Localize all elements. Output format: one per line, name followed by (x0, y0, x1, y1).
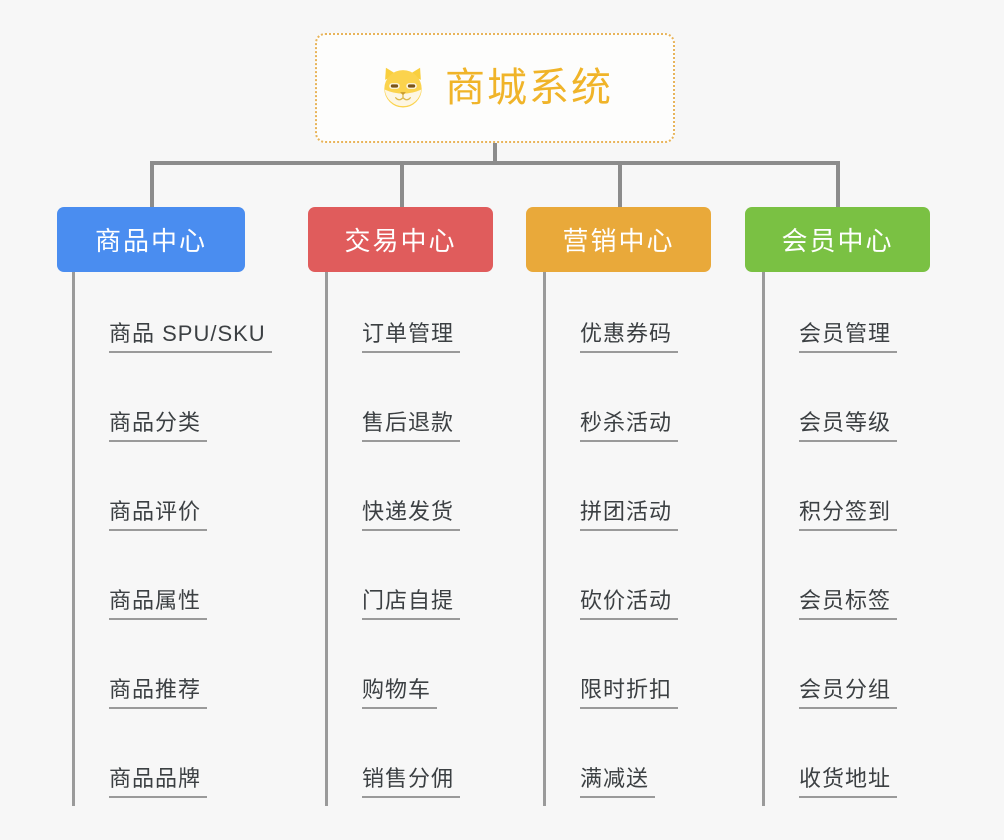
leaf-label: 秒杀活动 (580, 412, 679, 442)
leaf-label: 优惠券码 (580, 323, 679, 353)
leaf-label: 商品分类 (109, 412, 208, 442)
connector-root-stem (493, 143, 497, 164)
column-body-0: 商品 SPU/SKU 商品分类 商品评价 商品属性 商品推荐 商品品牌 (72, 272, 272, 806)
leaf-label: 商品属性 (109, 590, 208, 620)
connector-drop-4 (836, 161, 840, 208)
column-body-3: 会员管理 会员等级 积分签到 会员标签 会员分组 收货地址 (762, 272, 898, 806)
connector-drop-2 (400, 161, 404, 208)
leaf-label: 会员分组 (799, 679, 898, 709)
leaf-label: 商品推荐 (109, 679, 208, 709)
column-header-3[interactable]: 会员中心 (745, 207, 930, 272)
column-header-0[interactable]: 商品中心 (57, 207, 245, 272)
column-header-label-2: 营销中心 (562, 226, 675, 256)
leaf-label: 收货地址 (799, 768, 898, 798)
leaf-label: 门店自提 (362, 590, 461, 620)
leaf-label: 会员标签 (799, 590, 898, 620)
leaf-label: 限时折扣 (580, 679, 679, 709)
root-node-shop-system[interactable]: 商城系统 (315, 33, 675, 143)
leaf-label: 商品评价 (109, 501, 208, 531)
leaf-label: 积分签到 (799, 501, 898, 531)
column-body-1: 订单管理 售后退款 快递发货 门店自提 购物车 销售分佣 (325, 272, 461, 806)
leaf-label: 售后退款 (362, 412, 461, 442)
root-node-title: 商城系统 (445, 66, 613, 110)
column-header-label-3: 会员中心 (781, 226, 894, 256)
leaf-label: 砍价活动 (580, 590, 679, 620)
connector-drop-3 (618, 161, 622, 208)
shiba-dog-icon (384, 67, 422, 108)
column-header-1[interactable]: 交易中心 (308, 207, 493, 272)
connector-drop-1 (150, 161, 154, 208)
column-header-label-1: 交易中心 (344, 226, 457, 256)
leaf-label: 会员等级 (799, 412, 898, 442)
leaf-label: 商品品牌 (109, 768, 208, 798)
leaf-label: 商品 SPU/SKU (109, 323, 272, 353)
leaf-label: 订单管理 (362, 323, 461, 353)
column-body-2: 优惠券码 秒杀活动 拼团活动 砍价活动 限时折扣 满减送 (543, 272, 679, 806)
connector-horizontal-bus (150, 161, 840, 165)
leaf-label: 拼团活动 (580, 501, 679, 531)
root-node-content: 商城系统 (377, 62, 613, 114)
column-header-label-0: 商品中心 (94, 226, 207, 256)
leaf-label: 满减送 (580, 768, 656, 798)
leaf-label: 购物车 (362, 679, 438, 709)
column-header-2[interactable]: 营销中心 (526, 207, 711, 272)
leaf-label: 快递发货 (362, 501, 461, 531)
leaf-label: 销售分佣 (362, 768, 461, 798)
leaf-label: 会员管理 (799, 323, 898, 353)
